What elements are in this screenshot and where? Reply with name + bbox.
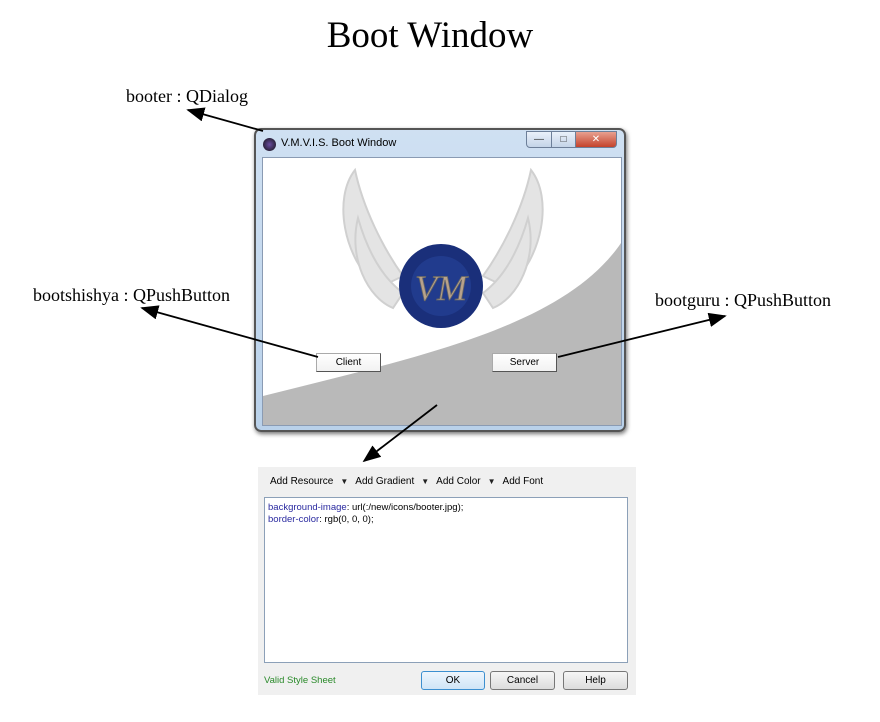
style-sheet-editor: Add Resource ▼ Add Gradient ▼ Add Color … [258,467,636,695]
close-button[interactable]: ✕ [575,131,617,148]
annotation-bootshishya: bootshishya : QPushButton [33,285,231,305]
ok-button[interactable]: OK [421,671,485,690]
server-button[interactable]: Server [492,353,557,372]
cancel-button[interactable]: Cancel [490,671,555,690]
dialog-client-area: VM Client Server [262,157,622,426]
annotation-booter: booter : QDialog [126,86,248,106]
client-button[interactable]: Client [316,353,381,372]
wings-icon [342,167,544,310]
window-title: V.M.V.I.S. Boot Window [281,137,397,149]
code-line: border-color: rgb(0, 0, 0); [268,514,374,525]
background-image: VM [263,167,621,425]
code-line: background-image: url(:/new/icons/booter… [268,502,464,513]
dropdown-arrow-icon[interactable]: ▼ [421,477,430,486]
boot-dialog-window: V.M.V.I.S. Boot Window — □ ✕ VM Client S… [254,128,626,432]
logo-text: VM [415,268,469,308]
arrow-booter [186,107,264,132]
minimize-button[interactable]: — [526,131,552,148]
diagram-title: Boot Window [326,15,534,56]
style-sheet-textarea[interactable]: background-image: url(:/new/icons/booter… [264,497,628,663]
add-gradient-button[interactable]: Add Gradient [355,476,415,487]
add-font-button[interactable]: Add Font [502,476,544,487]
gray-swoosh [263,243,621,425]
dropdown-arrow-icon[interactable]: ▼ [340,477,349,486]
dropdown-arrow-icon[interactable]: ▼ [487,477,496,486]
maximize-button[interactable]: □ [551,131,576,148]
editor-toolbar: Add Resource ▼ Add Gradient ▼ Add Color … [270,476,543,487]
add-color-button[interactable]: Add Color [436,476,481,487]
add-resource-button[interactable]: Add Resource [270,476,334,487]
app-icon [263,138,276,151]
validation-status: Valid Style Sheet [264,675,336,686]
help-button[interactable]: Help [563,671,628,690]
annotation-bootguru: bootguru : QPushButton [655,290,832,310]
